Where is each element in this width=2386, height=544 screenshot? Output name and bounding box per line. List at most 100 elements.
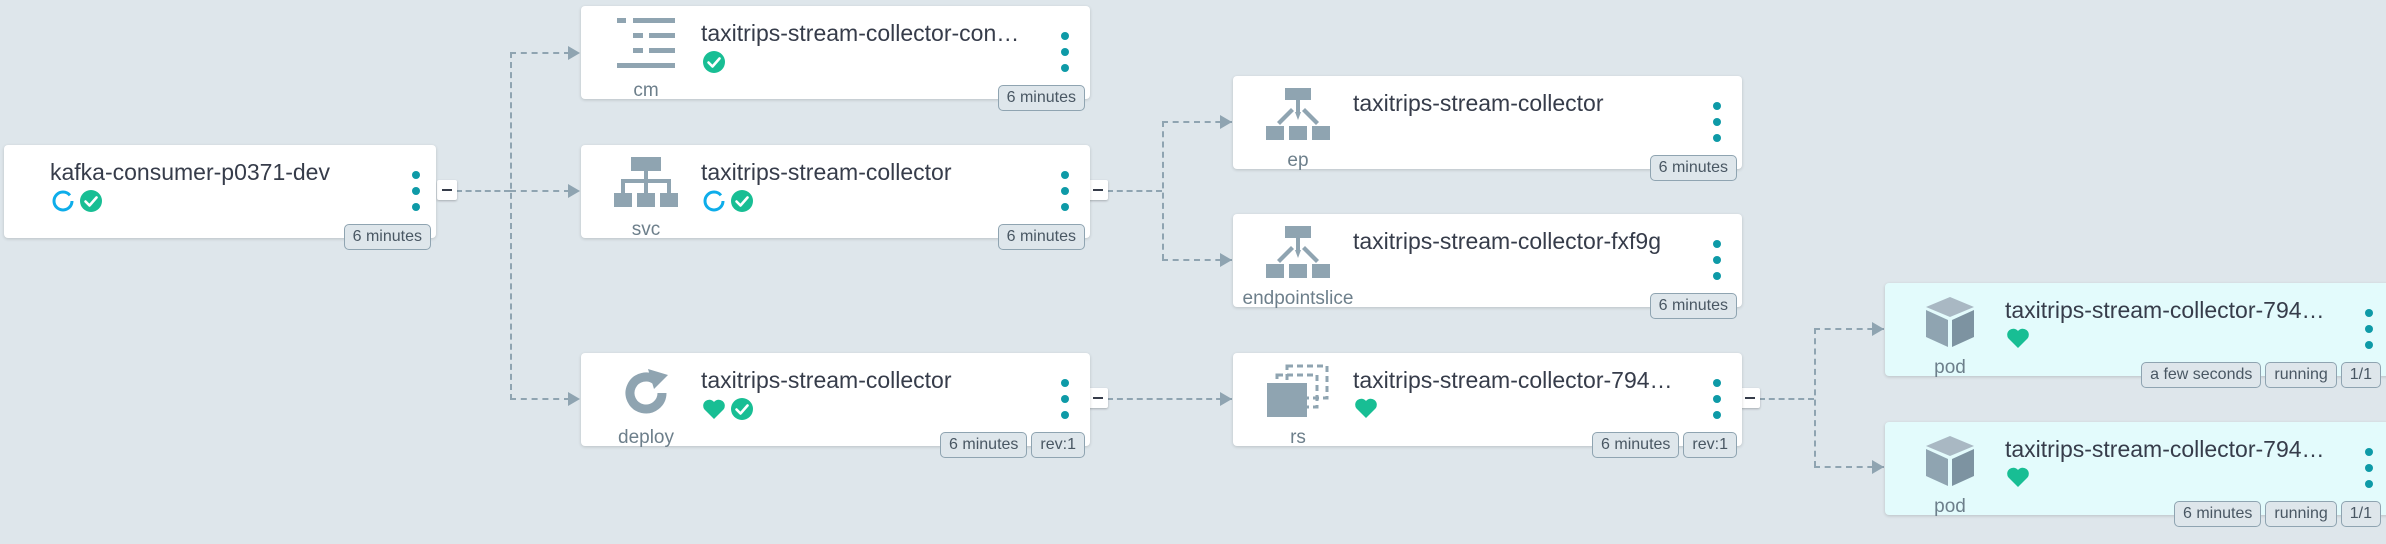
node-name: taxitrips-stream-collector-794…	[2005, 297, 2325, 323]
synced-check-icon	[730, 189, 754, 213]
age-badge: 6 minutes	[1649, 155, 1737, 181]
edge-line	[510, 52, 570, 54]
edge-arrow	[1872, 460, 1884, 474]
ready-count-badge: 1/1	[2340, 501, 2381, 527]
replicaset-icon	[1253, 363, 1343, 423]
pod-cube-icon	[1905, 432, 1995, 492]
configmap-icon	[601, 16, 691, 76]
resource-node-svc[interactable]: svc taxitrips-stream-collector 6 minutes	[581, 145, 1090, 250]
edge-line	[1814, 328, 1884, 330]
pod-cube-icon	[1905, 293, 1995, 353]
kind-label: ep	[1287, 150, 1309, 171]
node-name: taxitrips-stream-collector-794…	[2005, 436, 2325, 462]
resource-node-endpointslice[interactable]: endpointslice taxitrips-stream-collector…	[1233, 214, 1742, 319]
edge-arrow	[568, 46, 580, 60]
node-status	[702, 397, 754, 421]
node-menu-button[interactable]	[1059, 379, 1071, 419]
collapse-toggle-svc[interactable]	[1088, 180, 1108, 200]
collapse-toggle-app[interactable]	[437, 180, 457, 200]
node-name: taxitrips-stream-collector-794…	[1353, 367, 1673, 393]
collapse-toggle-rs[interactable]	[1740, 388, 1760, 408]
edge-line	[456, 190, 510, 192]
age-badge: a few seconds	[2141, 362, 2262, 388]
node-status	[2006, 327, 2030, 349]
resource-node-cm[interactable]: cm taxitrips-stream-collector-con… 6 min…	[581, 6, 1090, 111]
resource-node-deploy[interactable]: deploy taxitrips-stream-collector 6 minu…	[581, 353, 1090, 458]
edge-line	[1814, 466, 1884, 468]
pod-status-badge: running	[2265, 362, 2337, 388]
edge-line	[1107, 190, 1162, 192]
edge-arrow	[1872, 322, 1884, 336]
resource-node-pod[interactable]: pod taxitrips-stream-collector-794… a fe…	[1885, 283, 2386, 388]
revision-badge: rev:1	[1683, 432, 1737, 458]
edge-line	[1107, 398, 1232, 400]
edge-line	[1814, 328, 1816, 467]
node-status	[702, 189, 754, 213]
node-name: taxitrips-stream-collector	[701, 159, 952, 185]
kind-label: pod	[1934, 496, 1966, 517]
age-badge: 6 minutes	[2174, 501, 2262, 527]
resource-node-pod[interactable]: pod taxitrips-stream-collector-794… 6 mi…	[1885, 422, 2386, 527]
collapse-toggle-deploy[interactable]	[1088, 388, 1108, 408]
node-name: kafka-consumer-p0371-dev	[50, 159, 330, 185]
service-icon	[601, 155, 691, 215]
edge-arrow	[1220, 392, 1232, 406]
node-name: taxitrips-stream-collector-fxf9g	[1353, 228, 1662, 254]
healthy-heart-icon	[2006, 327, 2030, 349]
edge-line	[1162, 259, 1232, 261]
node-status	[1354, 397, 1378, 419]
endpointslice-icon	[1253, 224, 1343, 284]
progressing-icon	[702, 189, 726, 213]
node-status	[702, 50, 726, 74]
age-badge: 6 minutes	[940, 432, 1028, 458]
healthy-heart-icon	[1354, 397, 1378, 419]
age-badge: 6 minutes	[1649, 293, 1737, 319]
age-badge: 6 minutes	[343, 224, 431, 250]
kind-label: svc	[631, 219, 661, 240]
edge-line	[510, 190, 570, 192]
kind-label: endpointslice	[1242, 288, 1354, 309]
kind-label: cm	[633, 80, 659, 101]
edge-line	[510, 52, 512, 400]
node-menu-button[interactable]	[1059, 171, 1071, 211]
node-menu-button[interactable]	[1711, 379, 1723, 419]
age-badge: 6 minutes	[997, 224, 1085, 250]
node-name: taxitrips-stream-collector-con…	[701, 20, 1020, 46]
node-menu-button[interactable]	[1711, 240, 1723, 280]
edge-line	[1162, 121, 1164, 260]
node-menu-button[interactable]	[2363, 309, 2375, 349]
pod-status-badge: running	[2265, 501, 2337, 527]
node-menu-button[interactable]	[410, 171, 422, 211]
kind-label: deploy	[618, 427, 674, 448]
age-badge: 6 minutes	[1592, 432, 1680, 458]
node-status	[2006, 466, 2030, 488]
synced-check-icon	[702, 50, 726, 74]
edge-line	[510, 398, 570, 400]
edge-line	[1162, 121, 1232, 123]
edge-arrow	[1220, 115, 1232, 129]
node-status	[51, 189, 103, 213]
node-name: taxitrips-stream-collector	[1353, 90, 1604, 116]
synced-check-icon	[79, 189, 103, 213]
app-node[interactable]: kafka-consumer-p0371-dev 6 minutes	[4, 145, 436, 250]
deployment-icon	[601, 363, 691, 423]
synced-check-icon	[730, 397, 754, 421]
age-badge: 6 minutes	[997, 85, 1085, 111]
node-menu-button[interactable]	[1059, 32, 1071, 72]
ready-count-badge: 1/1	[2340, 362, 2381, 388]
kind-label: rs	[1290, 427, 1306, 448]
edge-arrow	[1220, 253, 1232, 267]
revision-badge: rev:1	[1031, 432, 1085, 458]
progressing-icon	[51, 189, 75, 213]
resource-node-ep[interactable]: ep taxitrips-stream-collector 6 minutes	[1233, 76, 1742, 181]
node-name: taxitrips-stream-collector	[701, 367, 952, 393]
edge-arrow	[568, 184, 580, 198]
edge-line	[1759, 398, 1814, 400]
node-menu-button[interactable]	[1711, 102, 1723, 142]
resource-node-rs[interactable]: rs taxitrips-stream-collector-794… 6 min…	[1233, 353, 1742, 458]
kind-label: pod	[1934, 357, 1966, 378]
healthy-heart-icon	[702, 398, 726, 420]
endpoints-icon	[1253, 86, 1343, 146]
node-menu-button[interactable]	[2363, 448, 2375, 488]
